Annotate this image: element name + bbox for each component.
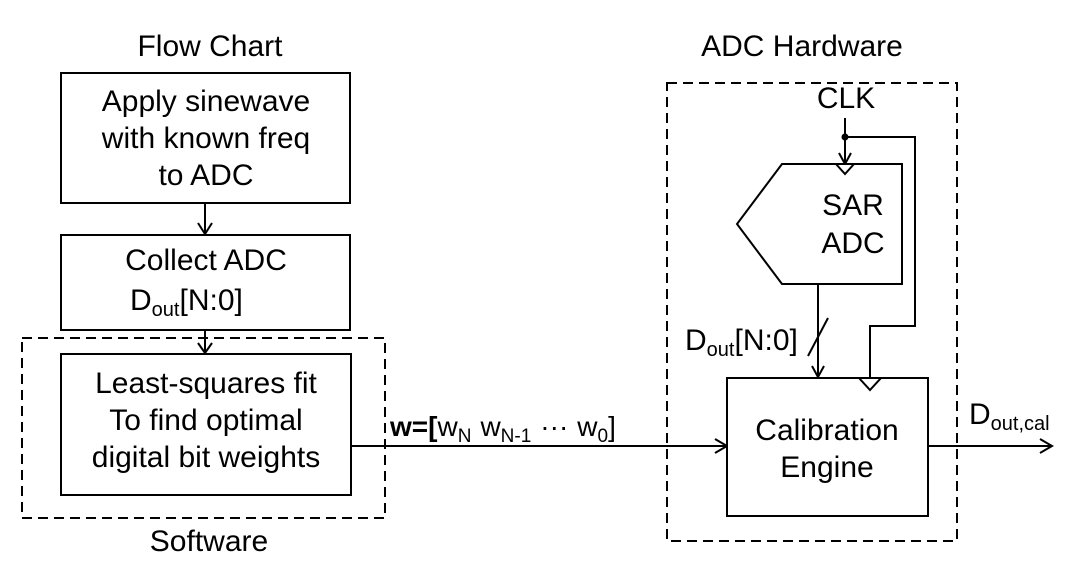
output-dout-symbol: D: [969, 398, 991, 431]
step-collect-adc-box: [60, 234, 351, 331]
step-apply-sinewave-box: [60, 72, 351, 204]
arrow-step2-to-step3: [197, 330, 213, 355]
sar-adc-line-2: ADC: [821, 227, 884, 260]
software-region: [21, 337, 386, 519]
step-apply-sinewave-line-2: with known freq: [101, 122, 310, 155]
step-least-squares-line-3: digital bit weights: [92, 441, 320, 474]
bus-dout-bit-range: [N:0]: [734, 324, 797, 357]
sar-adc-clock-input: [833, 163, 857, 176]
dout-bit-range: [N:0]: [179, 284, 242, 317]
flow-chart-title: Flow Chart: [137, 30, 283, 63]
bus-dout-subscript: out: [707, 339, 735, 361]
step-collect-adc-dout: Dout[N:0]: [130, 284, 243, 321]
weight-n-1: w: [479, 411, 501, 442]
dout-subscript: out: [152, 299, 180, 321]
step-least-squares-box: [60, 353, 352, 496]
step-least-squares-line-2: To find optimal: [109, 404, 302, 437]
output-arrow: [928, 438, 1054, 454]
step-apply-sinewave-line-1: Apply sinewave: [102, 85, 310, 118]
output-dout-subscript: out,cal: [991, 413, 1050, 435]
software-label: Software: [150, 525, 268, 558]
output-label: Dout,cal: [969, 398, 1050, 435]
dout-bus: [807, 284, 829, 380]
calibration-engine-line-2: Engine: [780, 451, 873, 484]
weight-0-subscript: 0: [598, 426, 609, 447]
step-apply-sinewave-line-3: to ADC: [158, 159, 253, 192]
weight-n-1-subscript: N-1: [501, 426, 532, 447]
weight-0: w: [576, 411, 598, 442]
step-least-squares-line-1: Least-squares fit: [95, 367, 317, 400]
weights-ellipsis: ···: [540, 411, 568, 442]
weight-n: w: [436, 411, 458, 442]
weights-prefix: w=[: [389, 411, 437, 442]
bus-slash: [807, 317, 829, 357]
calibration-engine-line-1: Calibration: [755, 414, 898, 447]
arrow-step1-to-step2: [197, 203, 213, 236]
weights-suffix: ]: [608, 411, 616, 442]
weight-n-subscript: N: [458, 426, 472, 447]
sar-adc-line-1: SAR: [822, 189, 884, 222]
clk-label: CLK: [817, 82, 875, 115]
sar-adc-block: [735, 163, 903, 285]
adc-hardware-title: ADC Hardware: [701, 30, 903, 63]
calibration-engine-block: [726, 377, 929, 517]
step-collect-adc-line-1: Collect ADC: [125, 244, 287, 277]
adc-hardware-region: [666, 82, 958, 542]
dout-symbol: D: [130, 284, 152, 317]
calibration-clock-input: [856, 377, 884, 392]
dout-bus-label: Dout[N:0]: [685, 324, 798, 361]
bus-dout-symbol: D: [685, 324, 707, 357]
